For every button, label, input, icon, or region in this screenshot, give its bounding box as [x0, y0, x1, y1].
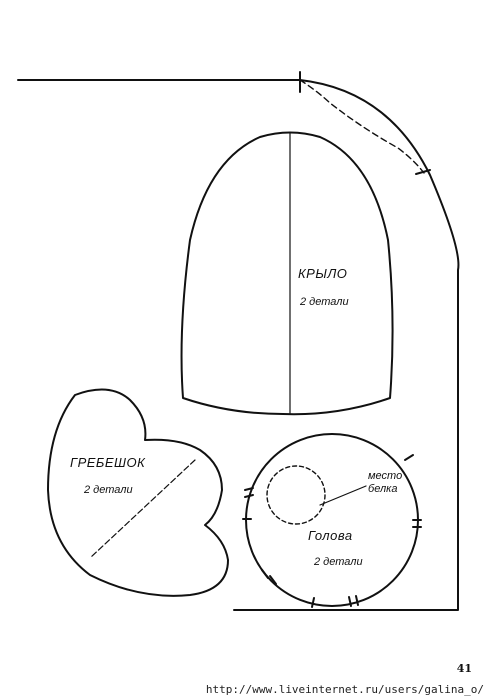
head-outline — [245, 433, 419, 607]
head-title: Голова — [308, 528, 353, 543]
eye-placement-circle — [266, 465, 326, 525]
comb-dash-line — [89, 459, 196, 559]
source-watermark: http://www.liveinternet.ru/users/galina_… — [205, 683, 484, 696]
body-outline — [17, 79, 460, 611]
comb-title: ГРЕБЕШОК — [70, 455, 146, 470]
head-count: 2 детали — [314, 556, 363, 568]
body-corner-dashed-seam — [299, 79, 425, 174]
body-notch — [415, 169, 431, 175]
head-notches — [242, 454, 422, 608]
eye-pointer-line — [319, 485, 367, 506]
comb-outline — [47, 388, 229, 597]
wing-title: КРЫЛО — [298, 266, 348, 281]
wing-count: 2 детали — [300, 296, 349, 308]
page-number: 41 — [456, 662, 472, 675]
wing-outline — [180, 131, 394, 416]
comb-count: 2 детали — [84, 484, 133, 496]
eye-placement-note: место белка — [368, 470, 403, 495]
